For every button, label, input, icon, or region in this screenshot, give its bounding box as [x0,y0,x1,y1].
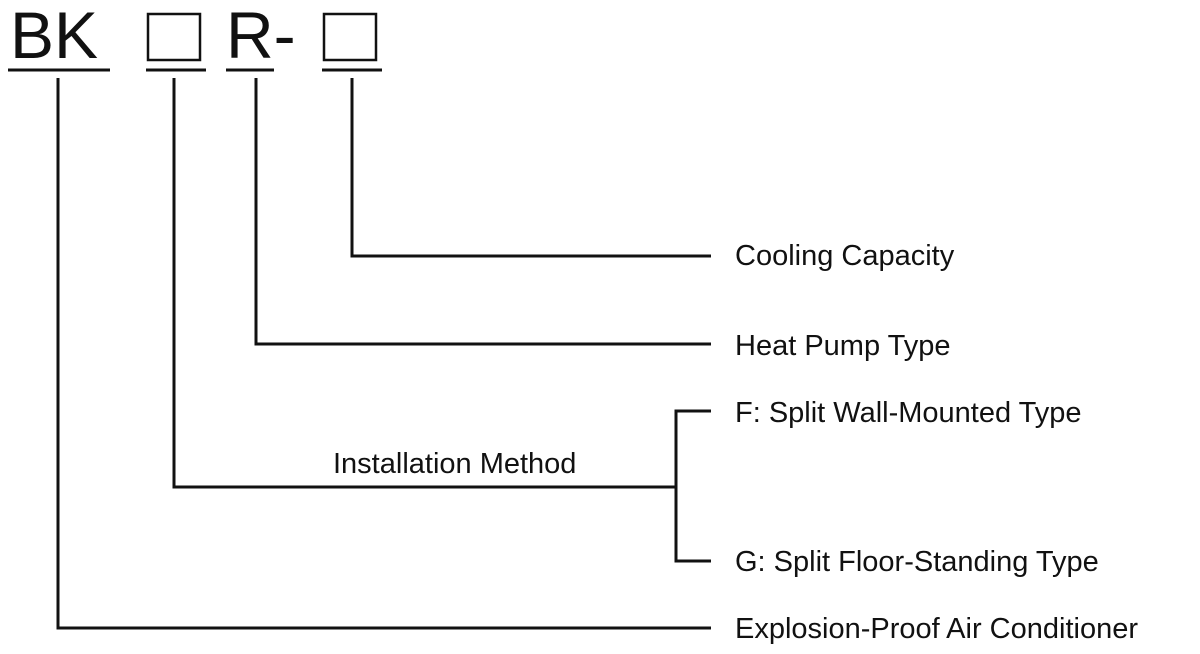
label-heat-pump-type: Heat Pump Type [735,330,951,362]
placeholder-box-capacity [322,12,378,62]
code-prefix-bk: BK [10,0,99,72]
label-cooling-capacity: Cooling Capacity [735,240,955,272]
bracket-installation-options [674,409,711,563]
label-explosion-proof: Explosion-Proof Air Conditioner [735,613,1138,645]
leader-installation-method [172,78,676,489]
leader-explosion-proof [56,78,711,630]
label-split-wall-mounted: F: Split Wall-Mounted Type [735,397,1082,429]
code-middle-r: R- [226,0,296,72]
label-installation-method: Installation Method [333,448,577,480]
leader-cooling-capacity [350,78,711,258]
placeholder-box-installation [146,12,202,62]
label-split-floor-standing: G: Split Floor-Standing Type [735,546,1099,578]
leader-heat-pump [254,78,711,346]
